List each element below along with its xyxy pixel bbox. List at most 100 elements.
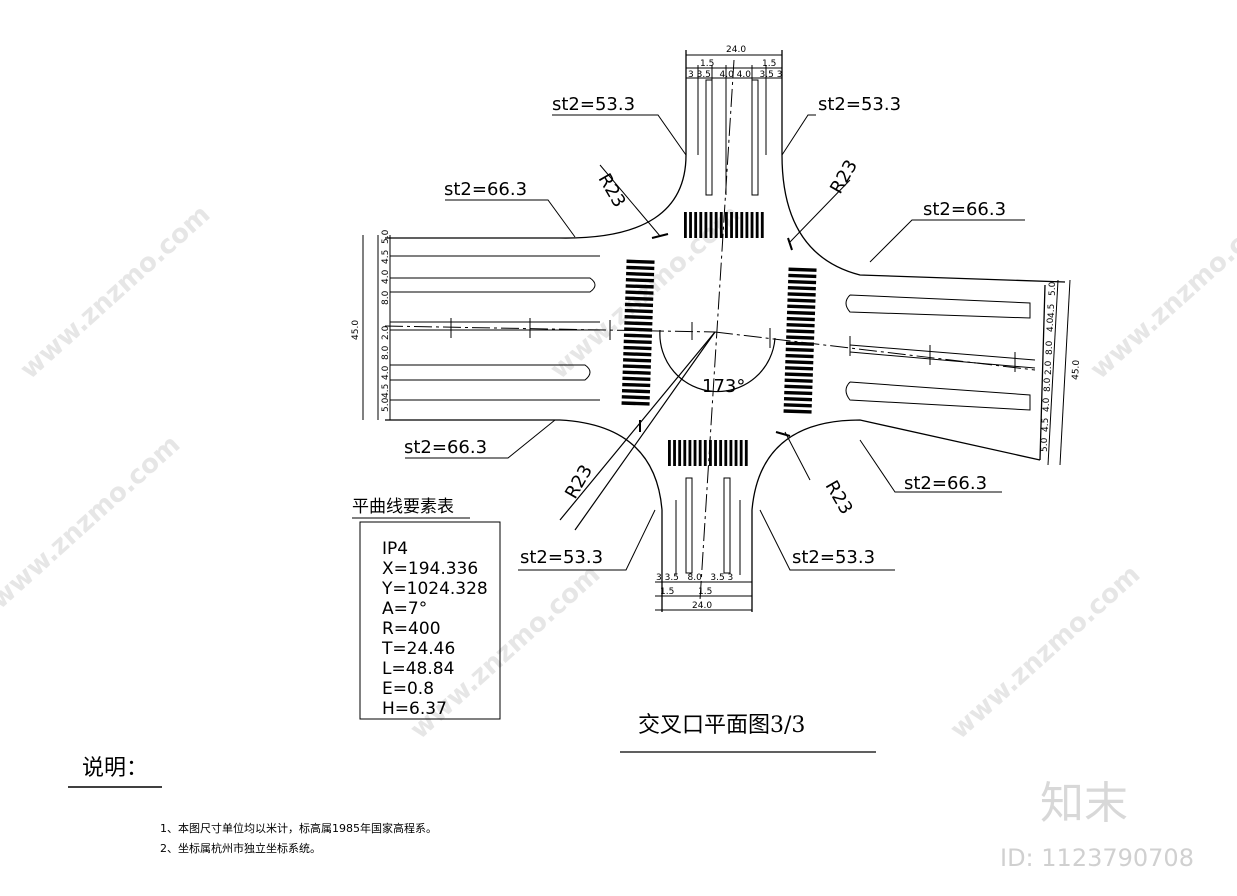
dim-north-lanes: 3 3.5 4.0 4.0 3.5 3 [688, 70, 782, 80]
crosswalk-stripe [719, 212, 723, 238]
curve-table-row: E=0.8 [382, 679, 434, 699]
crosswalk-stripe [678, 440, 682, 466]
brand-id: ID: 1123790708 [1000, 844, 1194, 872]
crosswalks [621, 212, 817, 466]
dim-east-segments: 5.04.54.08.02.08.04.04.55.0 [1040, 281, 1058, 452]
angle-arc [559, 329, 776, 531]
crosswalk-stripe [744, 440, 748, 466]
crosswalk-stripe [786, 335, 815, 340]
crosswalk-stripe [668, 440, 671, 466]
dims-east-lines [1047, 279, 1071, 466]
crosswalk-stripe [709, 212, 713, 238]
crosswalk-stripe [730, 212, 733, 238]
curve-table-row: X=194.336 [382, 559, 478, 579]
crosswalk-stripe [783, 403, 812, 408]
crosswalk-stripe [786, 329, 815, 334]
crosswalk-stripe [703, 440, 707, 466]
crosswalk-stripe [750, 212, 754, 238]
dim-west-segment: 4.5 [381, 384, 391, 398]
crosswalk-stripe [694, 212, 698, 238]
lane-lines-north [697, 65, 767, 196]
dim-south-lanes: 3 3.5 8.0 3.5 3 [656, 573, 733, 583]
dim-east-segment: 8.0 [1043, 377, 1053, 392]
crosswalk-stripe [704, 212, 708, 238]
crosswalk-stripe [622, 382, 651, 388]
crosswalk-stripe [784, 384, 813, 390]
crosswalk-east [783, 267, 817, 414]
crosswalk-stripe [684, 212, 687, 238]
dim-east-segment: 8.0 [1045, 340, 1055, 355]
st2-label-sw-bottom: st2=53.3 [520, 547, 603, 568]
crosswalk-stripe [693, 440, 697, 466]
crosswalk-stripe [623, 339, 652, 345]
angle-label: 173° [702, 376, 745, 397]
curve-table-row: L=48.84 [382, 659, 454, 679]
dim-west-segment: 8.0 [381, 290, 391, 305]
curve-table-row: R=400 [382, 619, 441, 639]
dim-west-segment: 5.0 [381, 397, 391, 412]
crosswalk-stripe [783, 396, 813, 402]
crosswalk-stripe [786, 310, 816, 316]
crosswalk-north [684, 212, 764, 238]
crosswalk-stripe [787, 304, 816, 309]
crosswalk-stripe [785, 360, 814, 365]
dim-north-total: 24.0 [726, 45, 746, 55]
crosswalk-stripe [621, 388, 651, 394]
brand-logo: 知末 [1040, 778, 1128, 829]
crosswalk-stripe [760, 212, 764, 238]
dim-east-segment: 4.5 [1047, 304, 1057, 318]
crosswalk-stripe [622, 376, 651, 382]
crosswalk-stripe [683, 440, 687, 466]
dim-north-sub2: 1.5 [762, 59, 776, 69]
radius-label-se: R23 [821, 477, 857, 518]
curve-table-row: H=6.37 [382, 699, 447, 719]
dim-east-segment: 5.0 [1048, 281, 1058, 296]
dim-west-segment: 4.0 [381, 365, 391, 380]
crosswalk-stripe [623, 352, 652, 357]
crosswalk-stripe [788, 279, 817, 285]
crosswalk-stripe [625, 296, 654, 301]
crosswalk-stripe [625, 284, 654, 289]
notes-heading: 说明： [82, 756, 148, 781]
dim-east-segment: 4.5 [1041, 418, 1051, 432]
dim-west-segments: 5.04.54.08.02.08.04.04.55.0 [381, 229, 391, 412]
curve-table-box [359, 521, 501, 720]
watermark-text: www.znzmo.com [15, 199, 217, 385]
curve-table-row: A=7° [382, 599, 427, 619]
watermark-text: www.znzmo.com [0, 429, 186, 615]
dims-north-lines [686, 54, 782, 79]
crosswalk-stripe [786, 316, 815, 322]
radius-label-nw: R23 [594, 170, 630, 211]
st2-label-se-side: st2=66.3 [904, 473, 987, 494]
crosswalk-stripe [725, 212, 728, 238]
radius-label-ne: R23 [826, 156, 862, 197]
crosswalk-stripe [785, 347, 814, 353]
crosswalk-stripe [788, 267, 817, 272]
dim-east-segment: 4.0 [1046, 317, 1056, 332]
crosswalk-stripe [688, 440, 692, 466]
note-item: 1、本图尺寸单位均以米计，标高属1985年国家高程系。 [160, 821, 437, 835]
dim-south-sub2: 1.5 [698, 587, 712, 597]
curve-table-row: T=24.46 [381, 639, 455, 659]
road-edge-north-east [781, 50, 1066, 283]
crosswalk-stripe [698, 440, 702, 466]
st2-label-nw-side: st2=66.3 [444, 179, 527, 200]
watermark-text: www.znzmo.com [945, 559, 1147, 745]
crosswalk-stripe [785, 353, 814, 359]
crosswalk-stripe [785, 366, 814, 371]
crosswalk-stripe [786, 323, 815, 328]
crosswalk-stripe [621, 395, 650, 400]
st2-label-sw-side: st2=66.3 [404, 437, 487, 458]
dim-west-segment: 2.0 [381, 325, 391, 340]
curve-table-row: IP4 [382, 539, 408, 559]
crosswalk-stripe [624, 327, 653, 332]
table-heading: 平曲线要素表 [352, 497, 454, 517]
crosswalk-stripe [623, 345, 652, 351]
st2-label-nw-top: st2=53.3 [552, 94, 635, 115]
crosswalk-stripe [623, 333, 652, 338]
crosswalk-stripe [622, 364, 651, 369]
st2-label-se-bottom: st2=53.3 [792, 547, 875, 568]
dim-east-total: 45.0 [1071, 359, 1082, 380]
dim-west-segment: 4.0 [381, 269, 391, 284]
